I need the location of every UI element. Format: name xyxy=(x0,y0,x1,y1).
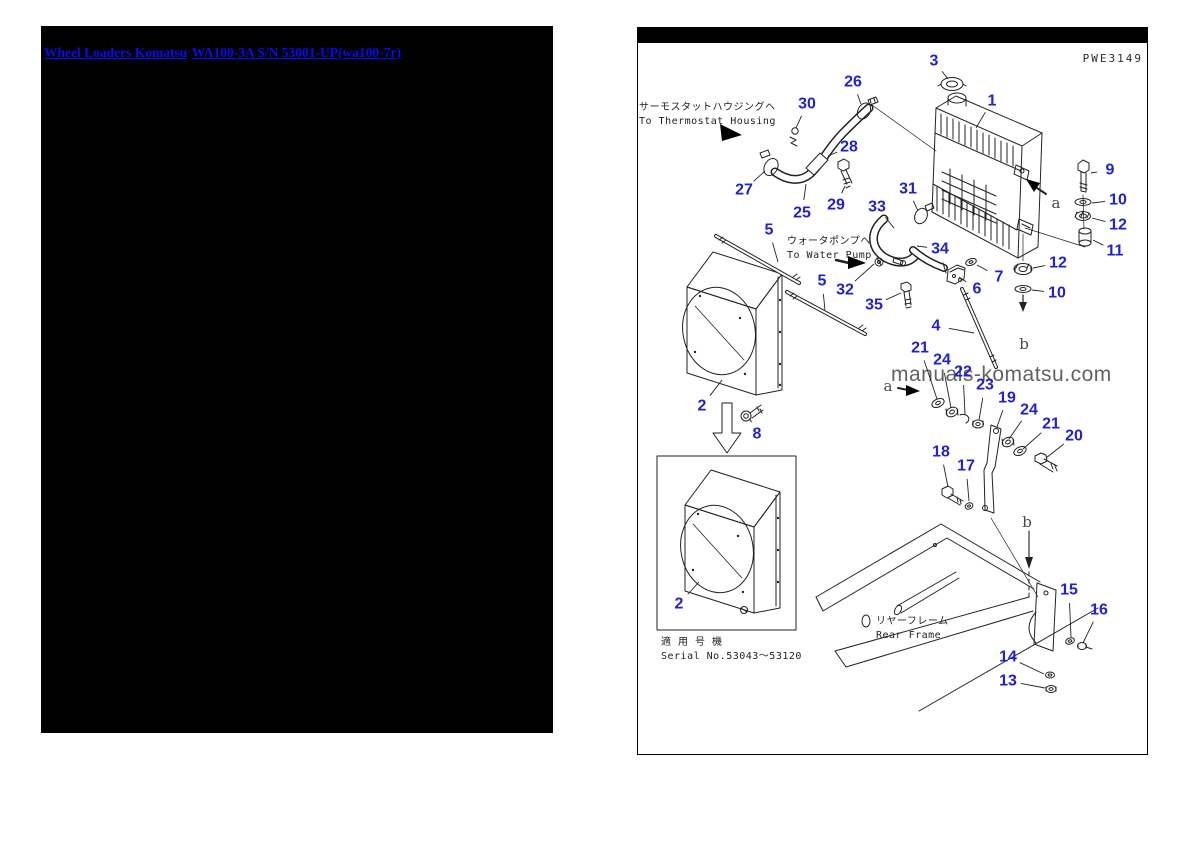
link-model-serial[interactable]: WA100-3A S/N 53001-UP(wa100-7r) xyxy=(191,45,401,60)
diagram-top-bar xyxy=(638,28,1147,43)
watermark: manuals-komatsu.com xyxy=(891,363,1112,386)
left-image-placeholder: Wheel Loaders Komatsu WA100-3A S/N 53001… xyxy=(41,26,553,733)
breadcrumb: Wheel Loaders Komatsu WA100-3A S/N 53001… xyxy=(44,44,401,62)
plate-code: PWE3149 xyxy=(1082,52,1143,65)
diagram-panel: PWE3149 xyxy=(637,27,1148,755)
link-wheel-loaders-komatsu[interactable]: Wheel Loaders Komatsu xyxy=(44,45,188,60)
